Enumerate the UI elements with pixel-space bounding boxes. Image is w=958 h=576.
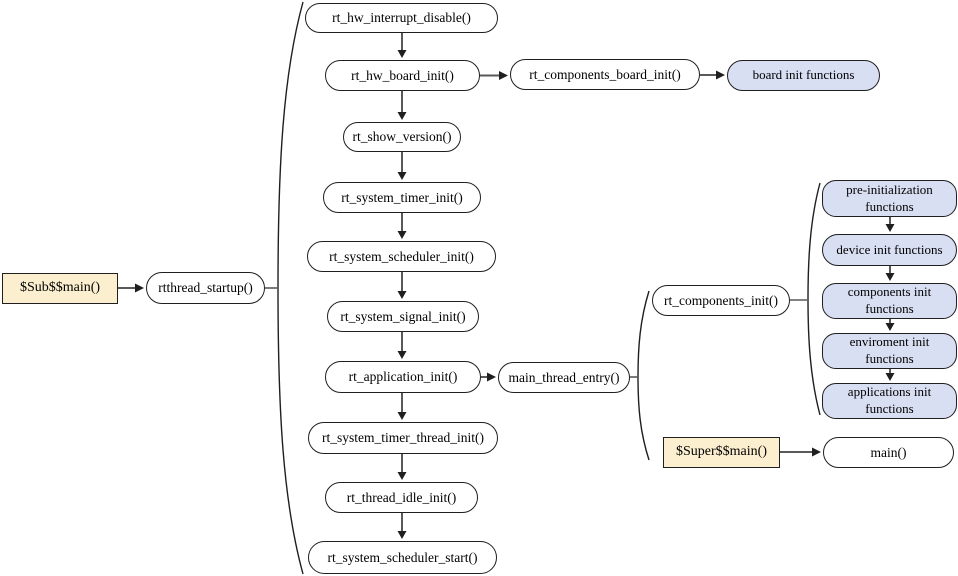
arrow-components-to-enviroment xyxy=(885,319,895,331)
node-label: rt_system_timer_thread_init() xyxy=(322,430,484,446)
node-rt-show-version: rt_show_version() xyxy=(343,122,461,152)
node-label: rt_system_scheduler_start() xyxy=(327,549,478,565)
node-label: rt_show_version() xyxy=(352,129,452,145)
node-board-init-functions: board init functions xyxy=(727,60,880,91)
arrow-interrupt-to-board xyxy=(397,33,407,58)
node-rt-components-init: rt_components_init() xyxy=(652,285,790,316)
node-rt-thread-idle-init: rt_thread_idle_init() xyxy=(325,482,478,513)
node-main-thread-entry: main_thread_entry() xyxy=(498,362,630,393)
node-label: rt_system_timer_init() xyxy=(341,189,463,205)
node-label: components init functions xyxy=(847,284,932,316)
arrow-board-to-showversion xyxy=(397,91,407,120)
node-rt-system-signal-init: rt_system_signal_init() xyxy=(327,301,479,332)
node-super-main: $Super$$main() xyxy=(663,437,780,468)
node-enviroment-init-functions: enviroment init functions xyxy=(822,333,957,369)
node-device-init-functions: device init functions xyxy=(822,234,957,266)
node-pre-initialization-functions: pre-initialization functions xyxy=(822,180,957,217)
node-label: rt_thread_idle_init() xyxy=(346,489,457,505)
node-label: rt_system_signal_init() xyxy=(340,308,466,324)
node-label: rt_application_init() xyxy=(348,369,458,385)
node-main: main() xyxy=(823,437,954,468)
arrow-application-to-timerthread xyxy=(397,393,407,420)
node-label: applications init functions xyxy=(847,384,932,416)
node-rt-components-board-init: rt_components_board_init() xyxy=(510,59,700,90)
node-label: rt_system_scheduler_init() xyxy=(329,248,474,264)
arrow-enviroment-to-applications xyxy=(885,369,895,381)
arrow-idle-to-schedulerstart xyxy=(397,513,407,539)
node-rt-hw-interrupt-disable: rt_hw_interrupt_disable() xyxy=(305,3,498,33)
node-label: rt_components_board_init() xyxy=(529,66,681,82)
main-thread-group-brace xyxy=(637,290,650,461)
arrow-timerinit-to-scheduler xyxy=(397,213,407,239)
node-rtthread-startup: rtthread_startup() xyxy=(146,272,265,304)
arrow-preinit-to-device xyxy=(885,217,895,232)
startup-group-brace xyxy=(277,1,304,575)
node-applications-init-functions: applications init functions xyxy=(822,383,957,419)
arrow-application-to-mainthread xyxy=(481,372,496,382)
arrow-signal-to-application xyxy=(397,332,407,359)
node-label: $Sub$$main() xyxy=(19,280,101,296)
arrow-hwboard-to-componentsboard xyxy=(480,71,508,80)
arrow-supermain-to-main xyxy=(780,447,821,457)
node-label: rtthread_startup() xyxy=(158,280,253,296)
node-label: main() xyxy=(870,444,907,460)
node-label: $Super$$main() xyxy=(676,444,767,460)
node-rt-system-timer-init: rt_system_timer_init() xyxy=(323,182,481,213)
node-rt-hw-board-init: rt_hw_board_init() xyxy=(325,60,480,91)
node-label: device init functions xyxy=(836,241,943,257)
arrow-componentsboard-to-boardinit xyxy=(700,70,725,80)
node-rt-system-timer-thread-init: rt_system_timer_thread_init() xyxy=(308,422,498,454)
node-label: board init functions xyxy=(752,67,855,83)
arrow-submain-to-startup xyxy=(118,283,144,293)
components-group-brace xyxy=(807,182,821,416)
node-label: rt_hw_interrupt_disable() xyxy=(332,10,471,26)
node-sub-main: $Sub$$main() xyxy=(2,273,118,304)
node-rt-system-scheduler-start: rt_system_scheduler_start() xyxy=(308,541,497,574)
node-label: rt_hw_board_init() xyxy=(351,67,454,83)
arrow-showversion-to-timerinit xyxy=(397,152,407,180)
node-components-init-functions: components init functions xyxy=(822,283,957,319)
node-rt-system-scheduler-init: rt_system_scheduler_init() xyxy=(307,241,496,272)
node-label: enviroment init functions xyxy=(849,334,930,366)
node-label: main_thread_entry() xyxy=(508,369,620,385)
arrow-scheduler-to-signal xyxy=(397,272,407,299)
arrow-timerthread-to-idle xyxy=(397,454,407,480)
arrow-device-to-components xyxy=(885,266,895,281)
node-label: pre-initialization functions xyxy=(846,181,933,214)
node-label: rt_components_init() xyxy=(664,292,778,308)
node-rt-application-init: rt_application_init() xyxy=(325,361,481,393)
